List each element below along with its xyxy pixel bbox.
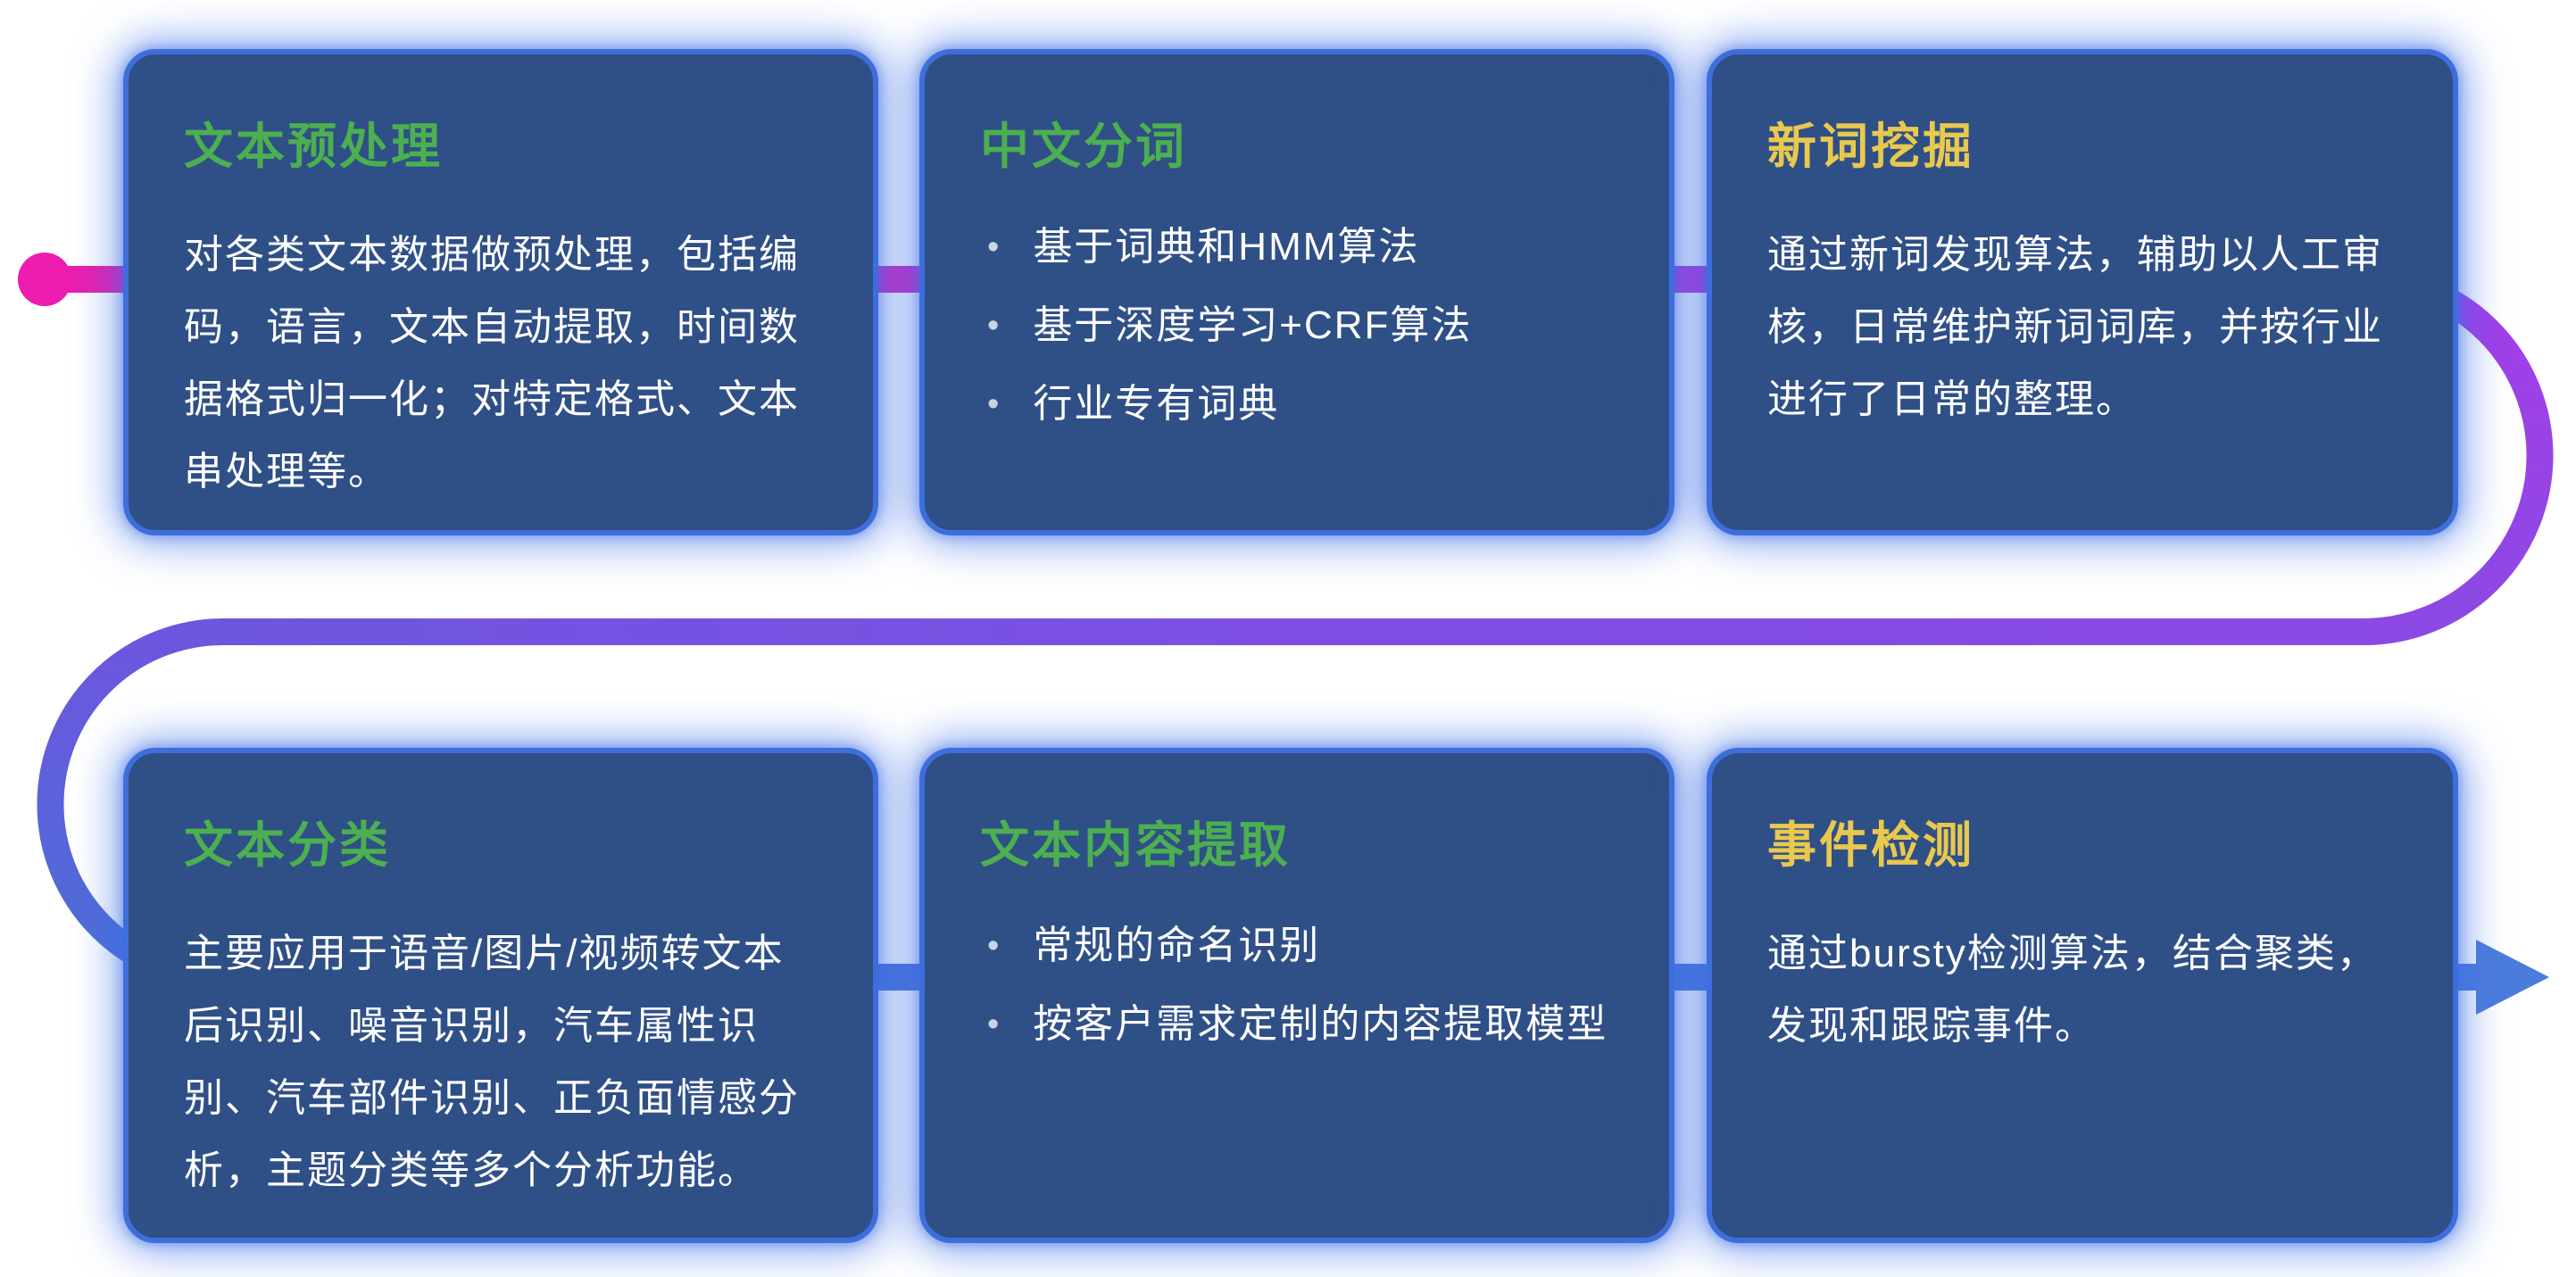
bullet-icon: • [987, 228, 1001, 266]
card-title: 中文分词 [980, 119, 1188, 174]
bullet-text: 常规的命名识别 [1033, 924, 1321, 967]
bullet-text: 基于词典和HMM算法 [1033, 225, 1420, 269]
bullet-item: • 常规的命名识别 [987, 917, 1616, 974]
card-title: 文本内容提取 [980, 817, 1292, 873]
bullet-item: • 按客户需求定制的内容提取模型 [987, 996, 1616, 1053]
card-event-detection: 事件检测 通过bursty检测算法，结合聚类，发现和跟踪事件。 [1707, 748, 2458, 1243]
card-title: 文本分类 [184, 817, 392, 873]
bullet-item: • 行业专有词典 [987, 376, 1616, 433]
bullet-text: 基于深度学习+CRF算法 [1033, 303, 1473, 347]
card-body: 通过新词发现算法，辅助以人工审核，日常维护新词词库，并按行业进行了日常的整理。 [1767, 233, 2383, 421]
bullet-icon: • [987, 927, 1001, 965]
flow-arrow-icon [2476, 940, 2549, 1015]
card-text-classification: 文本分类 主要应用于语音/图片/视频转文本后识别、噪音识别，汽车属性识别、汽车部… [123, 748, 878, 1243]
card-title: 新词挖掘 [1767, 119, 1975, 174]
flow-start-dot-icon [18, 253, 71, 306]
bullet-icon: • [987, 307, 1001, 344]
card-title: 文本预处理 [184, 119, 444, 174]
bullet-list: • 常规的命名识别 • 按客户需求定制的内容提取模型 [980, 917, 1616, 1053]
bullet-list: • 基于词典和HMM算法 • 基于深度学习+CRF算法 • 行业专有词典 [980, 219, 1616, 433]
bullet-icon: • [987, 1006, 1001, 1043]
card-body: 通过bursty检测算法，结合聚类，发现和跟踪事件。 [1767, 932, 2378, 1048]
card-body: 主要应用于语音/图片/视频转文本后识别、噪音识别，汽车属性识别、汽车部件识别、正… [184, 932, 800, 1192]
card-text-preprocessing: 文本预处理 对各类文本数据做预处理，包括编码，语言，文本自动提取，时间数据格式归… [123, 49, 878, 535]
card-chinese-word-segmentation: 中文分词 • 基于词典和HMM算法 • 基于深度学习+CRF算法 • 行业专有词… [919, 49, 1674, 535]
bullet-item: • 基于词典和HMM算法 [987, 219, 1616, 276]
card-body: 对各类文本数据做预处理，包括编码，语言，文本自动提取，时间数据格式归一化；对特定… [184, 233, 800, 493]
bullet-text: 行业专有词典 [1033, 382, 1280, 426]
card-new-word-mining: 新词挖掘 通过新词发现算法，辅助以人工审核，日常维护新词词库，并按行业进行了日常… [1707, 49, 2458, 535]
card-title: 事件检测 [1767, 817, 1975, 873]
bullet-icon: • [987, 386, 1001, 423]
bullet-text: 按客户需求定制的内容提取模型 [1033, 1002, 1608, 1046]
bullet-item: • 基于深度学习+CRF算法 [987, 297, 1616, 354]
card-text-content-extraction: 文本内容提取 • 常规的命名识别 • 按客户需求定制的内容提取模型 [919, 748, 1674, 1243]
